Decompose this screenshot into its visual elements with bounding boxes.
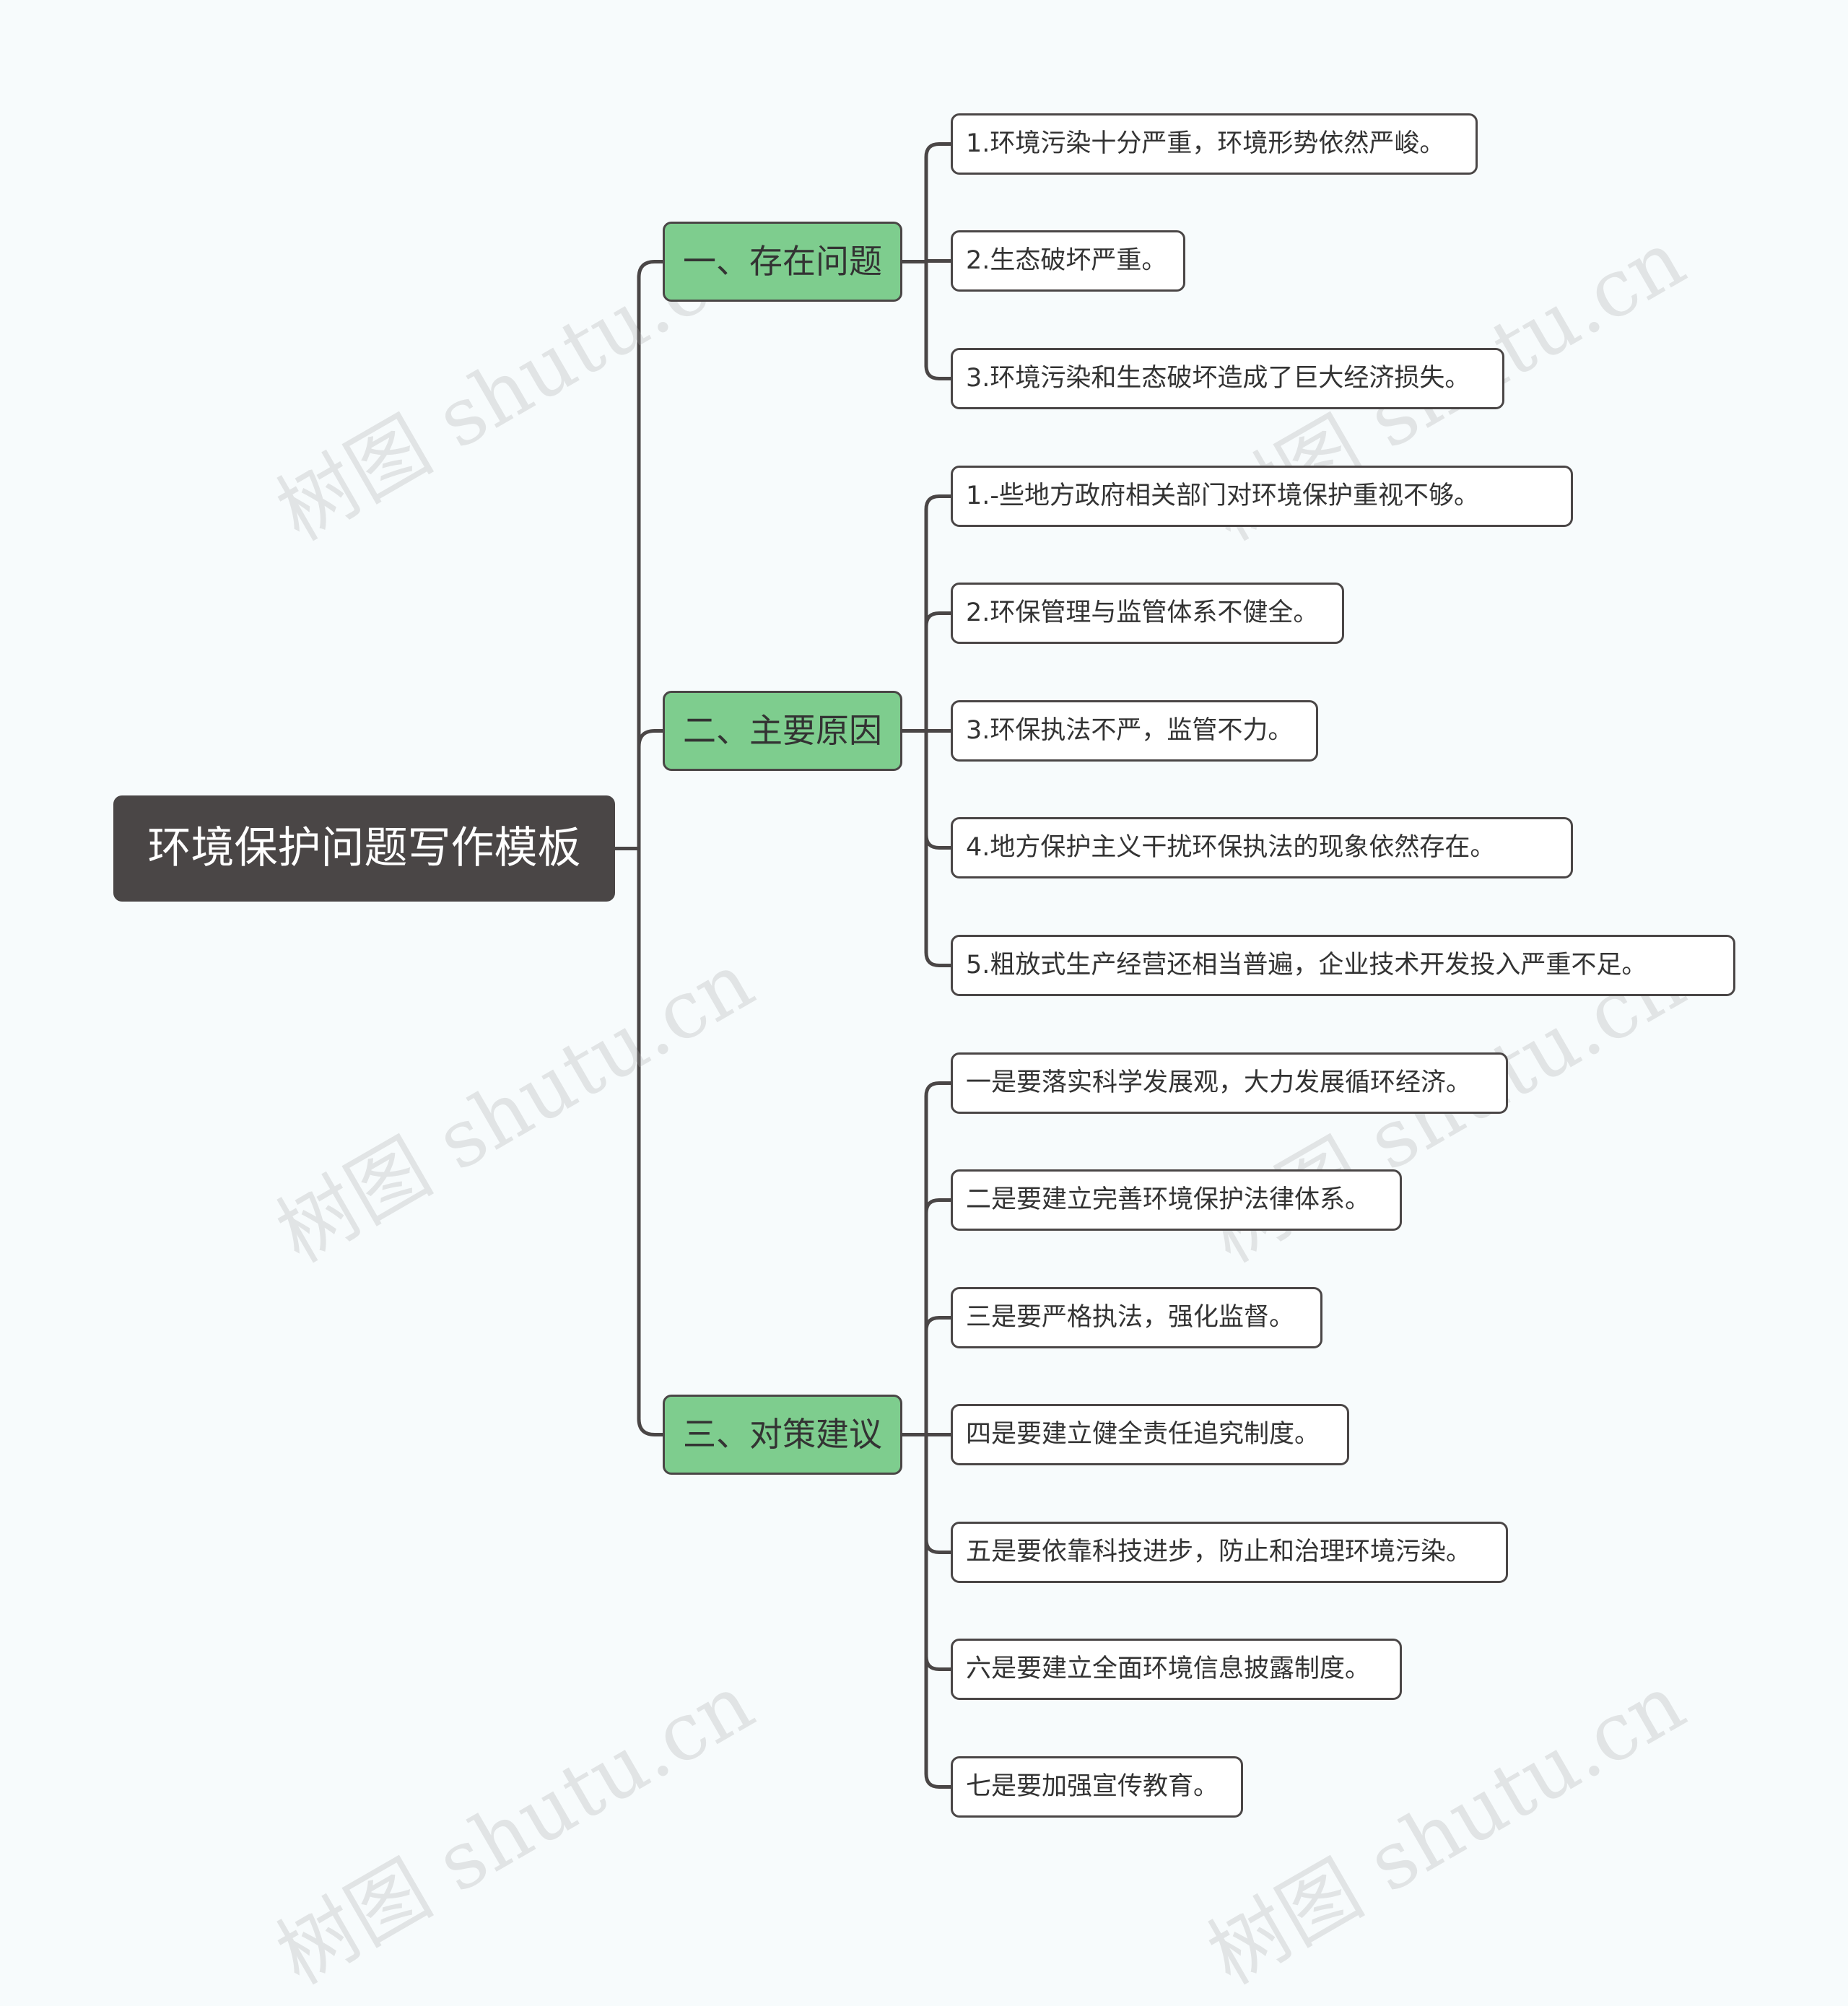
connector-line [924, 494, 953, 733]
leaf-node[interactable]: 1.-些地方政府相关部门对环境保护重视不够。 [951, 466, 1573, 527]
branch-node-causes[interactable]: 二、主要原因 [663, 691, 902, 771]
leaf-node[interactable]: 3.环保执法不严，监管不力。 [951, 700, 1318, 762]
leaf-node[interactable]: 七是要加强宣传教育。 [951, 1756, 1243, 1818]
connector-line [924, 1316, 953, 1436]
branch-node-problems[interactable]: 一、存在问题 [663, 222, 902, 302]
connector-line [637, 847, 665, 1436]
branch-node-suggestions[interactable]: 三、对策建议 [663, 1395, 902, 1475]
leaf-node[interactable]: 五是要依靠科技进步，防止和治理环境污染。 [951, 1522, 1508, 1583]
connector-line [924, 729, 953, 850]
connector-line [924, 1433, 953, 1554]
leaf-node[interactable]: 2.生态破坏严重。 [951, 230, 1185, 292]
leaf-node[interactable]: 三是要严格执法，强化监督。 [951, 1287, 1322, 1348]
leaf-node[interactable]: 5.粗放式生产经营还相当普遍，企业技术开发投入严重不足。 [951, 935, 1735, 996]
connector-line [924, 729, 953, 967]
leaf-node[interactable]: 一是要落实科学发展观，大力发展循环经济。 [951, 1052, 1508, 1114]
connector-line [924, 142, 953, 263]
connector-line [924, 260, 953, 380]
connector-line [637, 260, 665, 850]
leaf-node[interactable]: 2.环保管理与监管体系不健全。 [951, 583, 1344, 644]
connector-line [924, 611, 953, 733]
connector-line [924, 1081, 953, 1436]
root-node[interactable]: 环境保护问题写作模板 [113, 795, 615, 902]
leaf-node[interactable]: 二是要建立完善环境保护法律体系。 [951, 1169, 1402, 1231]
connector-line [637, 729, 665, 850]
leaf-node[interactable]: 4.地方保护主义干扰环保执法的现象依然存在。 [951, 817, 1573, 878]
connector-line [924, 1433, 953, 1789]
leaf-node[interactable]: 六是要建立全面环境信息披露制度。 [951, 1639, 1402, 1700]
connector-lines [613, 142, 953, 1789]
leaf-node[interactable]: 3.环境污染和生态破坏造成了巨大经济损失。 [951, 348, 1504, 409]
leaf-node[interactable]: 四是要建立健全责任追究制度。 [951, 1404, 1349, 1465]
connector-line [924, 1198, 953, 1436]
leaf-node[interactable]: 1.环境污染十分严重，环境形势依然严峻。 [951, 113, 1478, 175]
